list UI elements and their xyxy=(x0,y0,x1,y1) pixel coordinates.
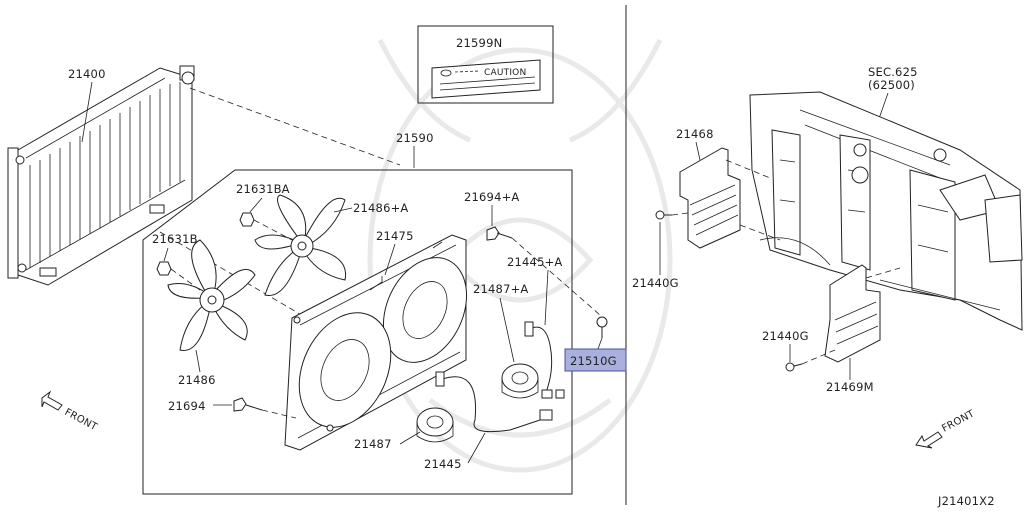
projection-line xyxy=(189,87,401,166)
fan-shroud[interactable] xyxy=(282,234,483,451)
diagram-id: J21401X2 xyxy=(937,494,995,508)
air-guide-upper[interactable] xyxy=(679,147,741,249)
projection-line xyxy=(671,212,689,216)
label-clip-upper: 21440G xyxy=(632,276,679,290)
projection-line xyxy=(170,268,201,291)
label-shroud: 21475 xyxy=(376,229,414,243)
label-section-ref-sub: (62500) xyxy=(868,78,915,92)
label-fan-nut-a: 21631BA xyxy=(236,182,290,196)
projection-line xyxy=(253,219,293,241)
leader-fan-nut xyxy=(163,247,169,262)
harness-lower[interactable] xyxy=(435,371,553,433)
leader-fan-nut-a xyxy=(249,197,263,213)
label-clip-lower: 21440G xyxy=(762,329,809,343)
label-front-left: FRONT xyxy=(63,407,100,434)
leader-radiator xyxy=(81,81,93,143)
label-motor: 21487 xyxy=(354,437,392,451)
label-air-guide-lower: 21469M xyxy=(826,380,874,394)
label-motor-a: 21487+A xyxy=(473,282,529,296)
label-air-guide-upper: 21468 xyxy=(676,127,714,141)
projection-line xyxy=(739,224,781,241)
label-harness-a: 21445+A xyxy=(507,255,563,269)
harness-upper[interactable] xyxy=(524,321,565,399)
fan-nut-lower[interactable] xyxy=(156,261,172,276)
caution-text: CAUTION xyxy=(484,68,526,78)
label-radiator: 21400 xyxy=(68,67,106,81)
label-section-ref: SEC.625 xyxy=(868,65,918,79)
leader-clip xyxy=(597,337,603,350)
leader-motor-a xyxy=(499,297,515,363)
front-arrow-right: FRONT xyxy=(915,408,977,449)
fan-motor-lower[interactable] xyxy=(416,407,454,443)
projection-line xyxy=(261,409,297,419)
air-guide-lower[interactable] xyxy=(824,264,881,363)
leader-fan xyxy=(195,349,201,373)
fan-nut-upper[interactable] xyxy=(239,212,255,227)
caution-label-callout: 21599N CAUTION xyxy=(417,25,554,104)
watermark-emblem xyxy=(367,38,673,473)
projection-line xyxy=(865,267,901,279)
label-fan-assembly: 21590 xyxy=(396,131,434,145)
leader-harness xyxy=(467,432,486,464)
fan-motor-upper[interactable] xyxy=(501,363,539,399)
projection-line xyxy=(725,159,771,179)
projection-line xyxy=(801,349,836,365)
bolt-lower[interactable] xyxy=(233,397,263,412)
front-body-structure xyxy=(749,91,1023,331)
front-arrow-left: FRONT xyxy=(41,390,100,434)
fan-blade-lower[interactable] xyxy=(167,239,256,351)
label-fan: 21486 xyxy=(178,373,216,387)
projection-line xyxy=(511,237,601,316)
label-front-right: FRONT xyxy=(940,408,977,435)
label-clip: 21510G xyxy=(570,354,617,368)
leader-fan-a xyxy=(333,207,353,213)
leader-air-guide-upper xyxy=(695,141,701,161)
clip-upper[interactable] xyxy=(655,210,672,220)
fan-blade-upper[interactable] xyxy=(254,194,347,296)
clip-lower[interactable] xyxy=(785,362,803,372)
fan-assembly-box xyxy=(142,169,573,495)
label-bolt: 21694 xyxy=(168,399,206,413)
label-fan-nut: 21631B xyxy=(152,232,198,246)
label-bolt-a: 21694+A xyxy=(464,190,520,204)
highlight-21510g[interactable] xyxy=(564,348,627,372)
leader-motor xyxy=(399,431,421,445)
leader-shroud xyxy=(384,243,396,276)
radiator[interactable] xyxy=(7,65,195,286)
leader-harness-a xyxy=(544,269,549,326)
label-caution-part: 21599N xyxy=(456,36,502,50)
label-fan-a: 21486+A xyxy=(353,201,409,215)
projection-line xyxy=(159,231,311,321)
bolt-upper[interactable] xyxy=(486,226,513,241)
clip-part[interactable] xyxy=(596,316,608,338)
label-harness: 21445 xyxy=(424,457,462,471)
